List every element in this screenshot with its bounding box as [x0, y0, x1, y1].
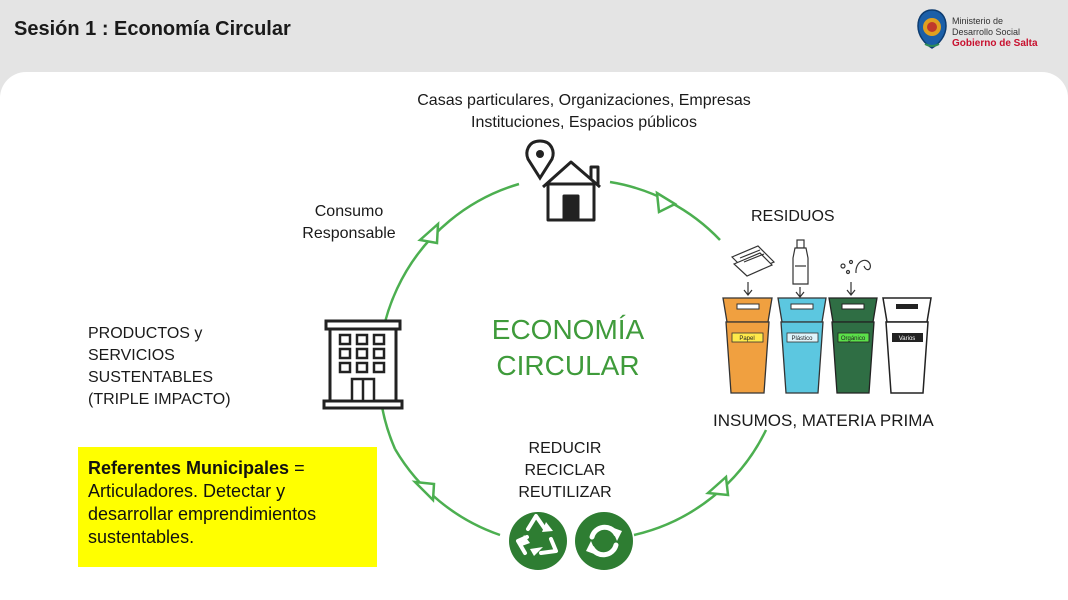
bin-label-papel: Papel	[739, 336, 754, 342]
salta-shield-icon	[917, 9, 947, 49]
arrow-bottom-right	[705, 474, 730, 497]
ministry-logo: Ministerio de Desarrollo Social Gobierno…	[915, 8, 1065, 54]
reducir-text: REDUCIR	[528, 440, 602, 457]
residuos-label: RESIDUOS	[751, 208, 835, 225]
productos-label: PRODUCTOS y SERVICIOS SUSTENTABLES (TRIP…	[88, 323, 288, 411]
slide-title: Sesión 1 : Economía Circular	[14, 18, 291, 40]
bin-varios	[882, 297, 932, 394]
logo-line-3: Gobierno de Salta	[952, 38, 1038, 49]
center-title-line-2: CIRCULAR	[496, 350, 640, 381]
reciclar-text: RECICLAR	[524, 462, 606, 479]
arc-bottom-right	[633, 429, 768, 537]
slide-header: Sesión 1 : Economía Circular Ministerio …	[0, 0, 1068, 70]
productos-line-1: PRODUCTOS y	[88, 325, 203, 342]
down-arrows	[743, 282, 856, 298]
logo-line-2: Desarrollo Social	[952, 27, 1021, 37]
actors-line-2: Instituciones, Espacios públicos	[471, 114, 697, 131]
consumo-label: Consumo Responsable	[288, 201, 410, 245]
bottle-icon	[792, 239, 809, 285]
referentes-note-bold: Referentes Municipales	[88, 458, 290, 478]
arc-bottom-left	[393, 448, 501, 537]
three-r-label: REDUCIR RECICLAR REUTILIZAR	[495, 438, 635, 504]
consumo-line-1: Consumo	[314, 203, 384, 220]
arrow-top-left	[417, 221, 440, 245]
building-icon	[322, 319, 404, 410]
bin-organico	[828, 297, 878, 394]
bin-plastico	[777, 297, 827, 394]
reutilizar-text: REUTILIZAR	[518, 484, 612, 501]
ministry-logo-text: Ministerio de Desarrollo Social Gobierno…	[952, 16, 1038, 49]
house-icon	[542, 160, 601, 222]
arrow-top-right	[655, 190, 678, 214]
center-title: ECONOMÍA CIRCULAR	[468, 312, 668, 384]
productos-line-3: SUSTENTABLES	[88, 369, 214, 386]
bin-label-varios: Varios	[899, 336, 916, 342]
bin-label-organico: Orgánico	[841, 336, 866, 342]
cycle-arrows	[411, 190, 730, 503]
arc-top-right	[609, 180, 721, 241]
recycling-bins: Papel Plástico Orgánico Varios	[722, 297, 932, 394]
reuse-icon	[575, 512, 633, 570]
arrow-bottom-left	[411, 480, 436, 503]
newspaper-icon	[730, 245, 776, 277]
location-pin-icon	[525, 139, 555, 181]
referentes-note-text: = Articuladores. Detectar y desarrollar …	[88, 458, 317, 547]
insumos-label: INSUMOS, MATERIA PRIMA	[713, 411, 934, 430]
productos-line-4: (TRIPLE IMPACTO)	[88, 391, 231, 408]
center-title-line-1: ECONOMÍA	[491, 314, 645, 345]
food-scraps-icon	[840, 259, 871, 275]
logo-line-1: Ministerio de	[952, 16, 1004, 26]
recycle-icon	[509, 512, 567, 570]
referentes-note: Referentes Municipales = Articuladores. …	[78, 447, 377, 567]
actors-label: Casas particulares, Organizaciones, Empr…	[384, 90, 784, 134]
bin-label-plastico: Plástico	[791, 336, 813, 342]
productos-line-2: SERVICIOS	[88, 347, 175, 364]
consumo-line-2: Responsable	[302, 225, 396, 242]
bin-papel	[722, 297, 773, 394]
actors-line-1: Casas particulares, Organizaciones, Empr…	[417, 92, 751, 109]
